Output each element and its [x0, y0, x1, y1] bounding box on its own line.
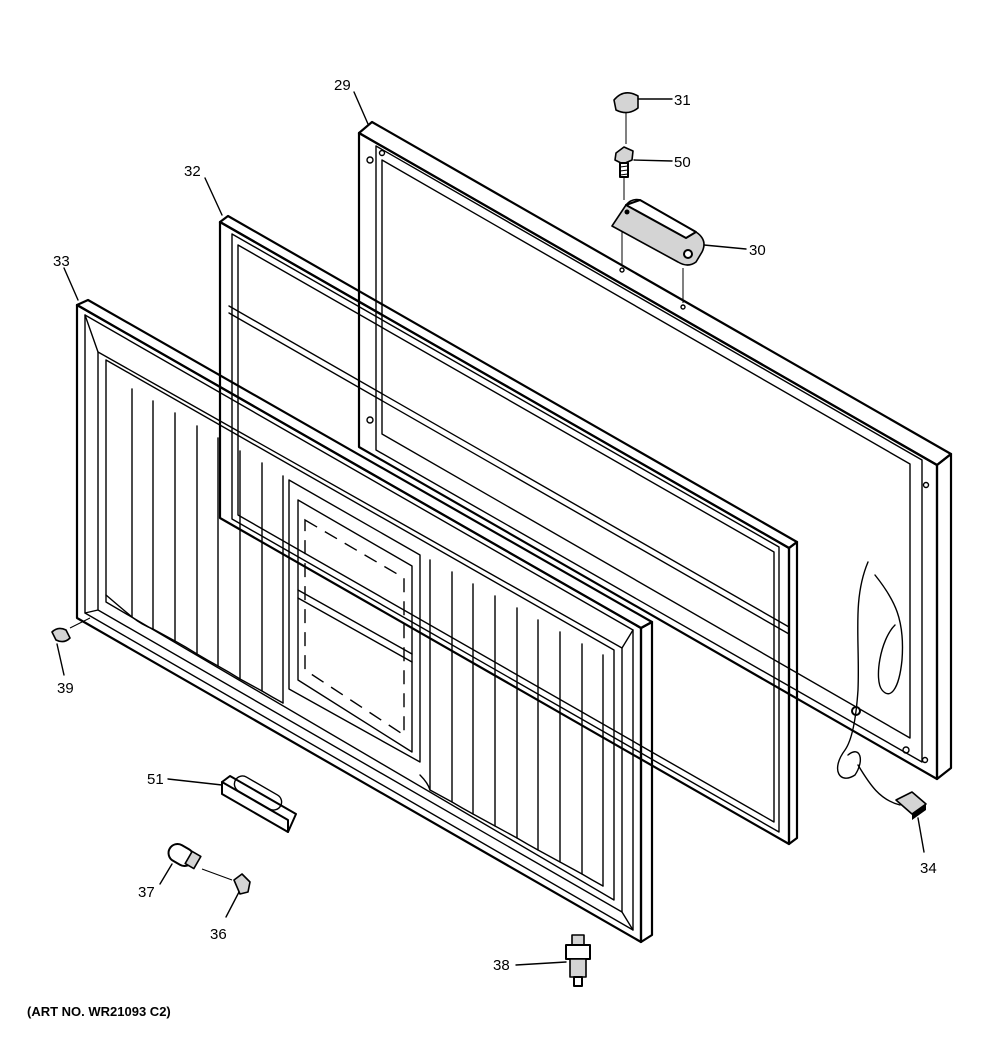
- leader-lines: [56, 91, 925, 966]
- callout-50: 50: [674, 154, 691, 171]
- part-39-hinge-plug: [51, 617, 91, 643]
- art-number: (ART NO. WR21093 C2): [27, 1004, 171, 1019]
- part-33-door-liner: [75, 298, 654, 944]
- part-32-door-gasket: [218, 214, 799, 846]
- callout-31: 31: [674, 92, 691, 109]
- part-51-handle-pocket: [221, 775, 297, 833]
- callout-30: 30: [749, 242, 766, 259]
- callout-39: 39: [57, 680, 74, 697]
- part-36-light-socket: [233, 873, 251, 895]
- part-31-screw-cap: [613, 92, 639, 144]
- callout-37: 37: [138, 884, 155, 901]
- part-30-door-handle: [611, 198, 705, 266]
- part-34-wire-connector: [895, 791, 927, 820]
- callout-51: 51: [147, 771, 164, 788]
- part-38-door-switch: [565, 934, 591, 987]
- callout-33: 33: [53, 253, 70, 270]
- callout-36: 36: [210, 926, 227, 943]
- part-37-light-bulb: [167, 843, 233, 881]
- callout-38: 38: [493, 957, 510, 974]
- part-29-door-frame: [357, 120, 953, 806]
- callout-32: 32: [184, 163, 201, 180]
- callout-labels: 29 31 50 30 32 33 39 51 37 36 38 34: [53, 77, 937, 974]
- callout-34: 34: [920, 860, 937, 877]
- part-50-screw: [614, 146, 634, 200]
- callout-29: 29: [334, 77, 351, 94]
